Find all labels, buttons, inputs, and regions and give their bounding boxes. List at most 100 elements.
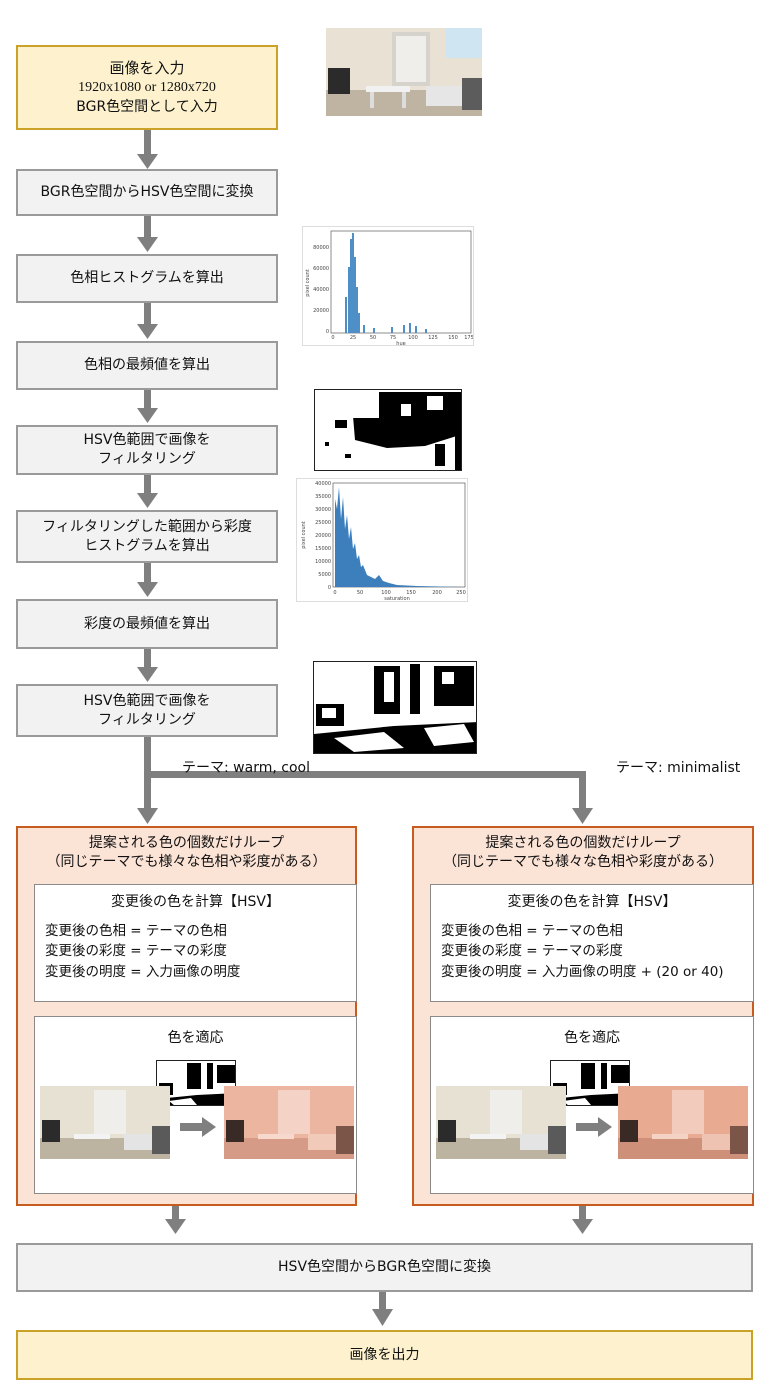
hist-bar — [415, 326, 417, 333]
connector — [172, 1205, 179, 1222]
hue-mode-step: 色相の最頻値を算出 — [16, 341, 278, 390]
filter-step-2: HSV色範囲で画像を フィルタリング — [16, 684, 278, 737]
hist-bar — [345, 297, 347, 333]
arrow-head — [572, 1219, 593, 1234]
step-label: 彩度の最頻値を算出 — [84, 615, 210, 632]
x-axis-label: hue — [396, 341, 405, 346]
calc-value-line: 変更後の明度 = 入力画像の明度 + (20 or 40) — [441, 963, 724, 980]
step-label: 色相ヒストグラムを算出 — [70, 270, 224, 287]
y-tick-label: 25000 — [315, 520, 331, 526]
hue-histogram-step: 色相ヒストグラムを算出 — [16, 254, 278, 303]
step-label: 色相の最頻値を算出 — [84, 357, 210, 374]
calc-title: 変更後の色を計算【HSV】 — [507, 894, 677, 910]
x-tick-label: 50 — [357, 590, 363, 596]
hist-bar — [373, 328, 375, 333]
saturation-histogram-step: フィルタリングした範囲から彩度 ヒストグラムを算出 — [16, 510, 278, 563]
connector — [144, 130, 151, 158]
loop-title: 提案される色の個数だけループ （同じテーマでも様々な色相や彩度がある） — [18, 834, 355, 872]
x-tick-label: 150 — [406, 590, 416, 596]
hist-bar — [391, 327, 393, 333]
calc-box: 変更後の色を計算【HSV】 変更後の色相 = テーマの色相 変更後の彩度 = テ… — [34, 884, 357, 1002]
calc-hue-line: 変更後の色相 = テーマの色相 — [441, 923, 623, 939]
saturation-mode-step: 彩度の最頻値を算出 — [16, 599, 278, 649]
x-tick-label: 175 — [464, 335, 474, 341]
connector — [579, 771, 586, 811]
connector — [144, 475, 151, 497]
x-tick-label: 50 — [370, 335, 376, 341]
saturation-histogram-chart: 40000 35000 30000 25000 20000 15000 1000… — [296, 478, 468, 602]
arrow-head — [572, 808, 593, 824]
step-label-line2: フィルタリング — [98, 451, 196, 467]
step-label-line1: HSV色範囲で画像を — [83, 432, 211, 449]
hist-bar — [358, 313, 360, 333]
y-tick-label: 20000 — [315, 533, 331, 539]
y-tick-label: 40000 — [315, 481, 331, 487]
x-tick-label: 0 — [333, 590, 336, 596]
plot-area — [330, 230, 472, 334]
connector — [144, 649, 151, 671]
hist-bar — [356, 287, 358, 333]
input-colorspace: BGR色空間として入力 — [76, 98, 218, 115]
hist-bar — [409, 323, 411, 333]
y-tick-label: 80000 — [313, 245, 329, 251]
apply-title: 色を適応 — [167, 1030, 224, 1046]
calc-saturation-line: 変更後の彩度 = テーマの彩度 — [45, 943, 227, 960]
bgr-to-hsv-step: BGR色空間からHSV色空間に変換 — [16, 169, 278, 216]
arrow-head — [137, 808, 158, 824]
apply-title: 色を適応 — [564, 1030, 620, 1046]
x-tick-label: 200 — [432, 590, 442, 596]
loop-title-line2: （同じテーマでも様々な色相や彩度がある） — [46, 853, 327, 870]
connector — [144, 563, 151, 586]
x-tick-label: 100 — [381, 590, 391, 596]
y-tick-label: 40000 — [313, 287, 329, 293]
loop-title-line1: 提案される色の個数だけループ — [88, 835, 285, 851]
input-resolution: 1920x1080 or 1280x720 — [78, 79, 216, 95]
x-tick-label: 250 — [456, 590, 466, 596]
apply-recolored-photo — [224, 1086, 354, 1159]
branch-label-warm-cool: テーマ: warm, cool — [182, 760, 310, 776]
apply-original-photo — [40, 1086, 170, 1159]
step-label-line2: ヒストグラムを算出 — [84, 537, 210, 554]
calc-hue-line: 変更後の色相 = テーマの色相 — [45, 923, 227, 939]
arrow-head — [137, 582, 158, 597]
y-tick-label: 60000 — [313, 266, 329, 272]
branch-label-minimalist: テーマ: minimalist — [616, 760, 741, 776]
calc-box: 変更後の色を計算【HSV】 変更後の色相 = テーマの色相 変更後の彩度 = テ… — [430, 884, 754, 1002]
x-tick-label: 75 — [390, 335, 396, 341]
y-tick-label: 0 — [326, 329, 329, 335]
hist-bar — [352, 233, 354, 333]
y-tick-label: 35000 — [315, 494, 331, 500]
calc-lines: 変更後の色相 = テーマの色相 変更後の彩度 = テーマの彩度 変更後の明度 =… — [441, 921, 724, 982]
output-image-step: 画像を出力 — [16, 1330, 753, 1380]
x-tick-label: 150 — [448, 335, 458, 341]
apply-recolored-photo — [618, 1086, 748, 1159]
y-tick-label: 30000 — [315, 507, 331, 513]
connector — [379, 1292, 386, 1312]
apply-arrow-icon — [180, 1117, 216, 1137]
connector — [144, 771, 586, 778]
input-room-photo — [326, 28, 482, 116]
x-tick-label: 100 — [408, 335, 418, 341]
hist-bar — [425, 329, 427, 333]
hist-bar — [348, 267, 350, 333]
arrow-head — [137, 154, 158, 169]
connector — [144, 390, 151, 412]
arrow-head — [372, 1309, 393, 1326]
hist-bar — [363, 325, 365, 333]
step-label-line2: フィルタリング — [98, 711, 196, 728]
step-label-line1: HSV色範囲で画像を — [83, 692, 211, 709]
connector — [144, 303, 151, 328]
arrow-head — [137, 324, 158, 339]
y-tick-label: 5000 — [318, 572, 331, 578]
calc-title: 変更後の色を計算【HSV】 — [111, 894, 280, 910]
loop-title-line2: （同じテーマでも様々な色相や彩度がある） — [443, 853, 723, 870]
hist-bar — [354, 257, 356, 333]
step-label: 画像を出力 — [349, 1346, 420, 1363]
x-tick-label: 25 — [350, 335, 356, 341]
arrow-head — [137, 408, 158, 423]
y-tick-label: 0 — [328, 585, 331, 591]
loop-title: 提案される色の個数だけループ （同じテーマでも様々な色相や彩度がある） — [414, 834, 752, 872]
input-title: 画像を入力 — [109, 59, 185, 78]
step-label-line1: フィルタリングした範囲から彩度 — [42, 518, 252, 535]
apply-original-photo — [436, 1086, 566, 1159]
